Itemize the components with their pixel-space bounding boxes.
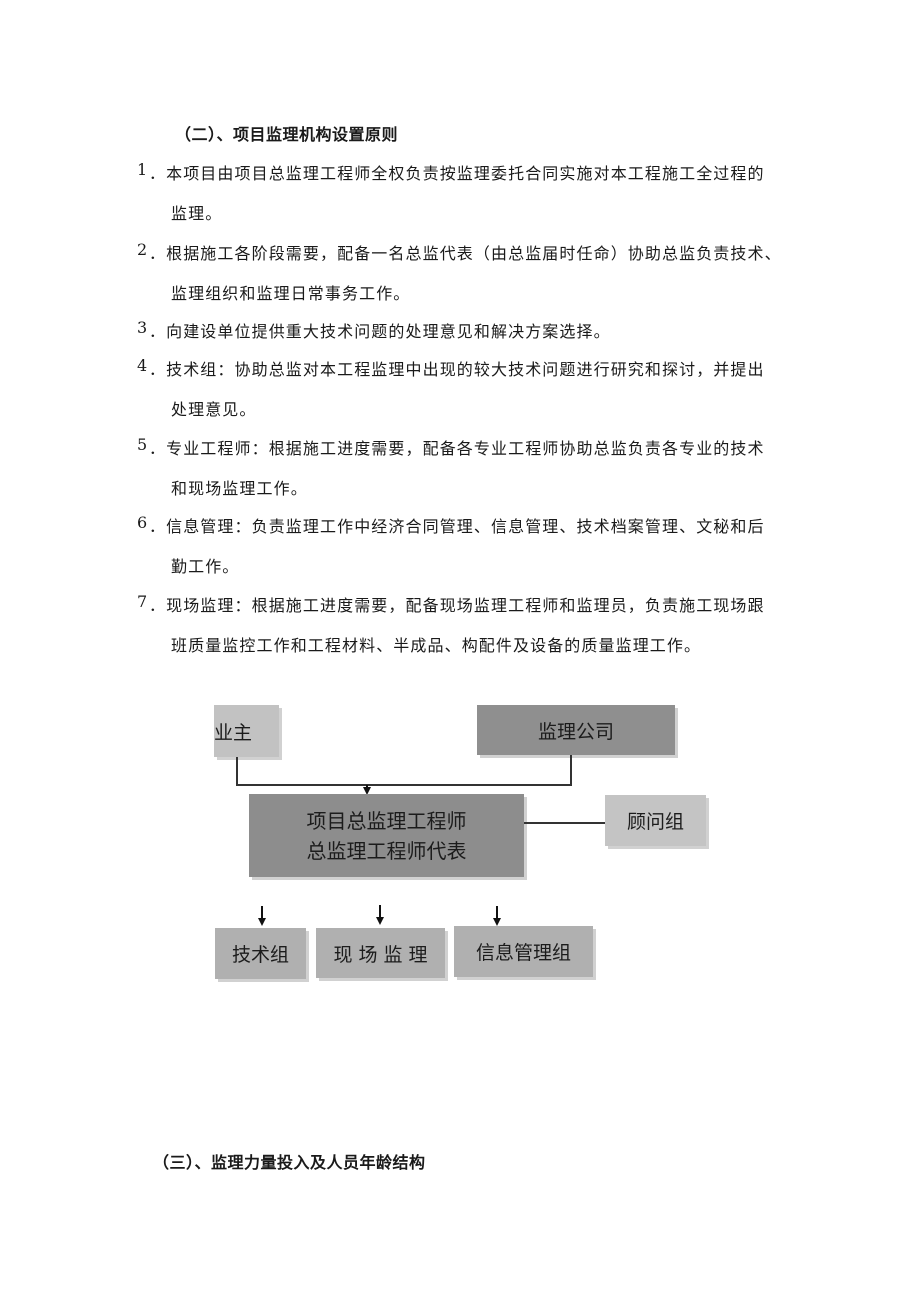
item-number: 3: [137, 318, 148, 337]
connector-line: [524, 822, 606, 824]
item-number: 7: [137, 592, 148, 611]
item-number: 6: [137, 513, 148, 532]
site-supervision-label: 现 场 监 理: [333, 943, 428, 966]
supervision-company-label: 监理公司: [537, 720, 614, 743]
info-management-group-box: 信息管理组: [454, 926, 593, 977]
site-supervision-box: 现 场 监 理: [316, 928, 445, 978]
item-line: 勤工作。: [171, 557, 240, 576]
tech-group-box: 技术组: [215, 928, 306, 979]
chief-engineer-deputy-label: 总监理工程师代表: [306, 838, 467, 863]
item-line: 处理意见。: [171, 400, 257, 419]
section-heading-2: （二）、项目监理机构设置原则: [175, 125, 399, 144]
info-management-group-label: 信息管理组: [475, 942, 571, 964]
arrow-down-icon: [376, 917, 384, 925]
supervision-company-box: 监理公司: [477, 705, 675, 755]
item-line: 班质量监控工作和工程材料、半成品、构配件及设备的质量监理工作。: [171, 636, 702, 655]
arrow-down-icon: [363, 787, 371, 795]
advisory-group-box: 顾问组: [605, 795, 706, 846]
item-line: ．专业工程师：根据施工进度需要，配备各专业工程师协助总监负责各专业的技术: [149, 439, 765, 458]
connector-line: [236, 784, 572, 786]
arrow-icon: [496, 906, 498, 920]
owner-box: 业主: [214, 705, 279, 757]
item-line: 和现场监理工作。: [171, 479, 308, 498]
chief-engineer-box: 项目总监理工程师 总监理工程师代表: [249, 794, 524, 877]
arrow-icon: [379, 905, 381, 919]
item-line: 监理。: [171, 204, 223, 223]
item-number: 4: [137, 356, 148, 375]
tech-group-label: 技术组: [231, 944, 289, 966]
arrow-icon: [261, 906, 263, 920]
item-line: 监理组织和监理日常事务工作。: [171, 284, 411, 303]
section-heading-3: （三）、监理力量投入及人员年龄结构: [153, 1153, 426, 1172]
item-number: 2: [137, 240, 148, 259]
item-number: 5: [137, 435, 148, 454]
item-number: 1: [137, 160, 148, 179]
item-line: ．向建设单位提供重大技术问题的处理意见和解决方案选择。: [149, 322, 611, 341]
item-line: ．技术组：协助总监对本工程监理中出现的较大技术问题进行研究和探讨，并提出: [149, 360, 765, 379]
connector-line: [236, 757, 238, 785]
arrow-down-icon: [493, 918, 501, 926]
item-line: ．根据施工各阶段需要，配备一名总监代表（由总监届时任命）协助总监负责技术、: [149, 244, 782, 263]
item-line: ．现场监理：根据施工进度需要，配备现场监理工程师和监理员，负责施工现场跟: [149, 596, 765, 615]
connector-line: [570, 755, 572, 785]
owner-label: 业主: [214, 721, 253, 744]
item-line: ．本项目由项目总监理工程师全权负责按监理委托合同实施对本工程施工全过程的: [149, 164, 765, 183]
advisory-group-label: 顾问组: [626, 811, 684, 833]
arrow-down-icon: [258, 918, 266, 926]
item-line: ．信息管理：负责监理工作中经济合同管理、信息管理、技术档案管理、文秘和后: [149, 517, 765, 536]
chief-engineer-label: 项目总监理工程师: [306, 808, 467, 833]
